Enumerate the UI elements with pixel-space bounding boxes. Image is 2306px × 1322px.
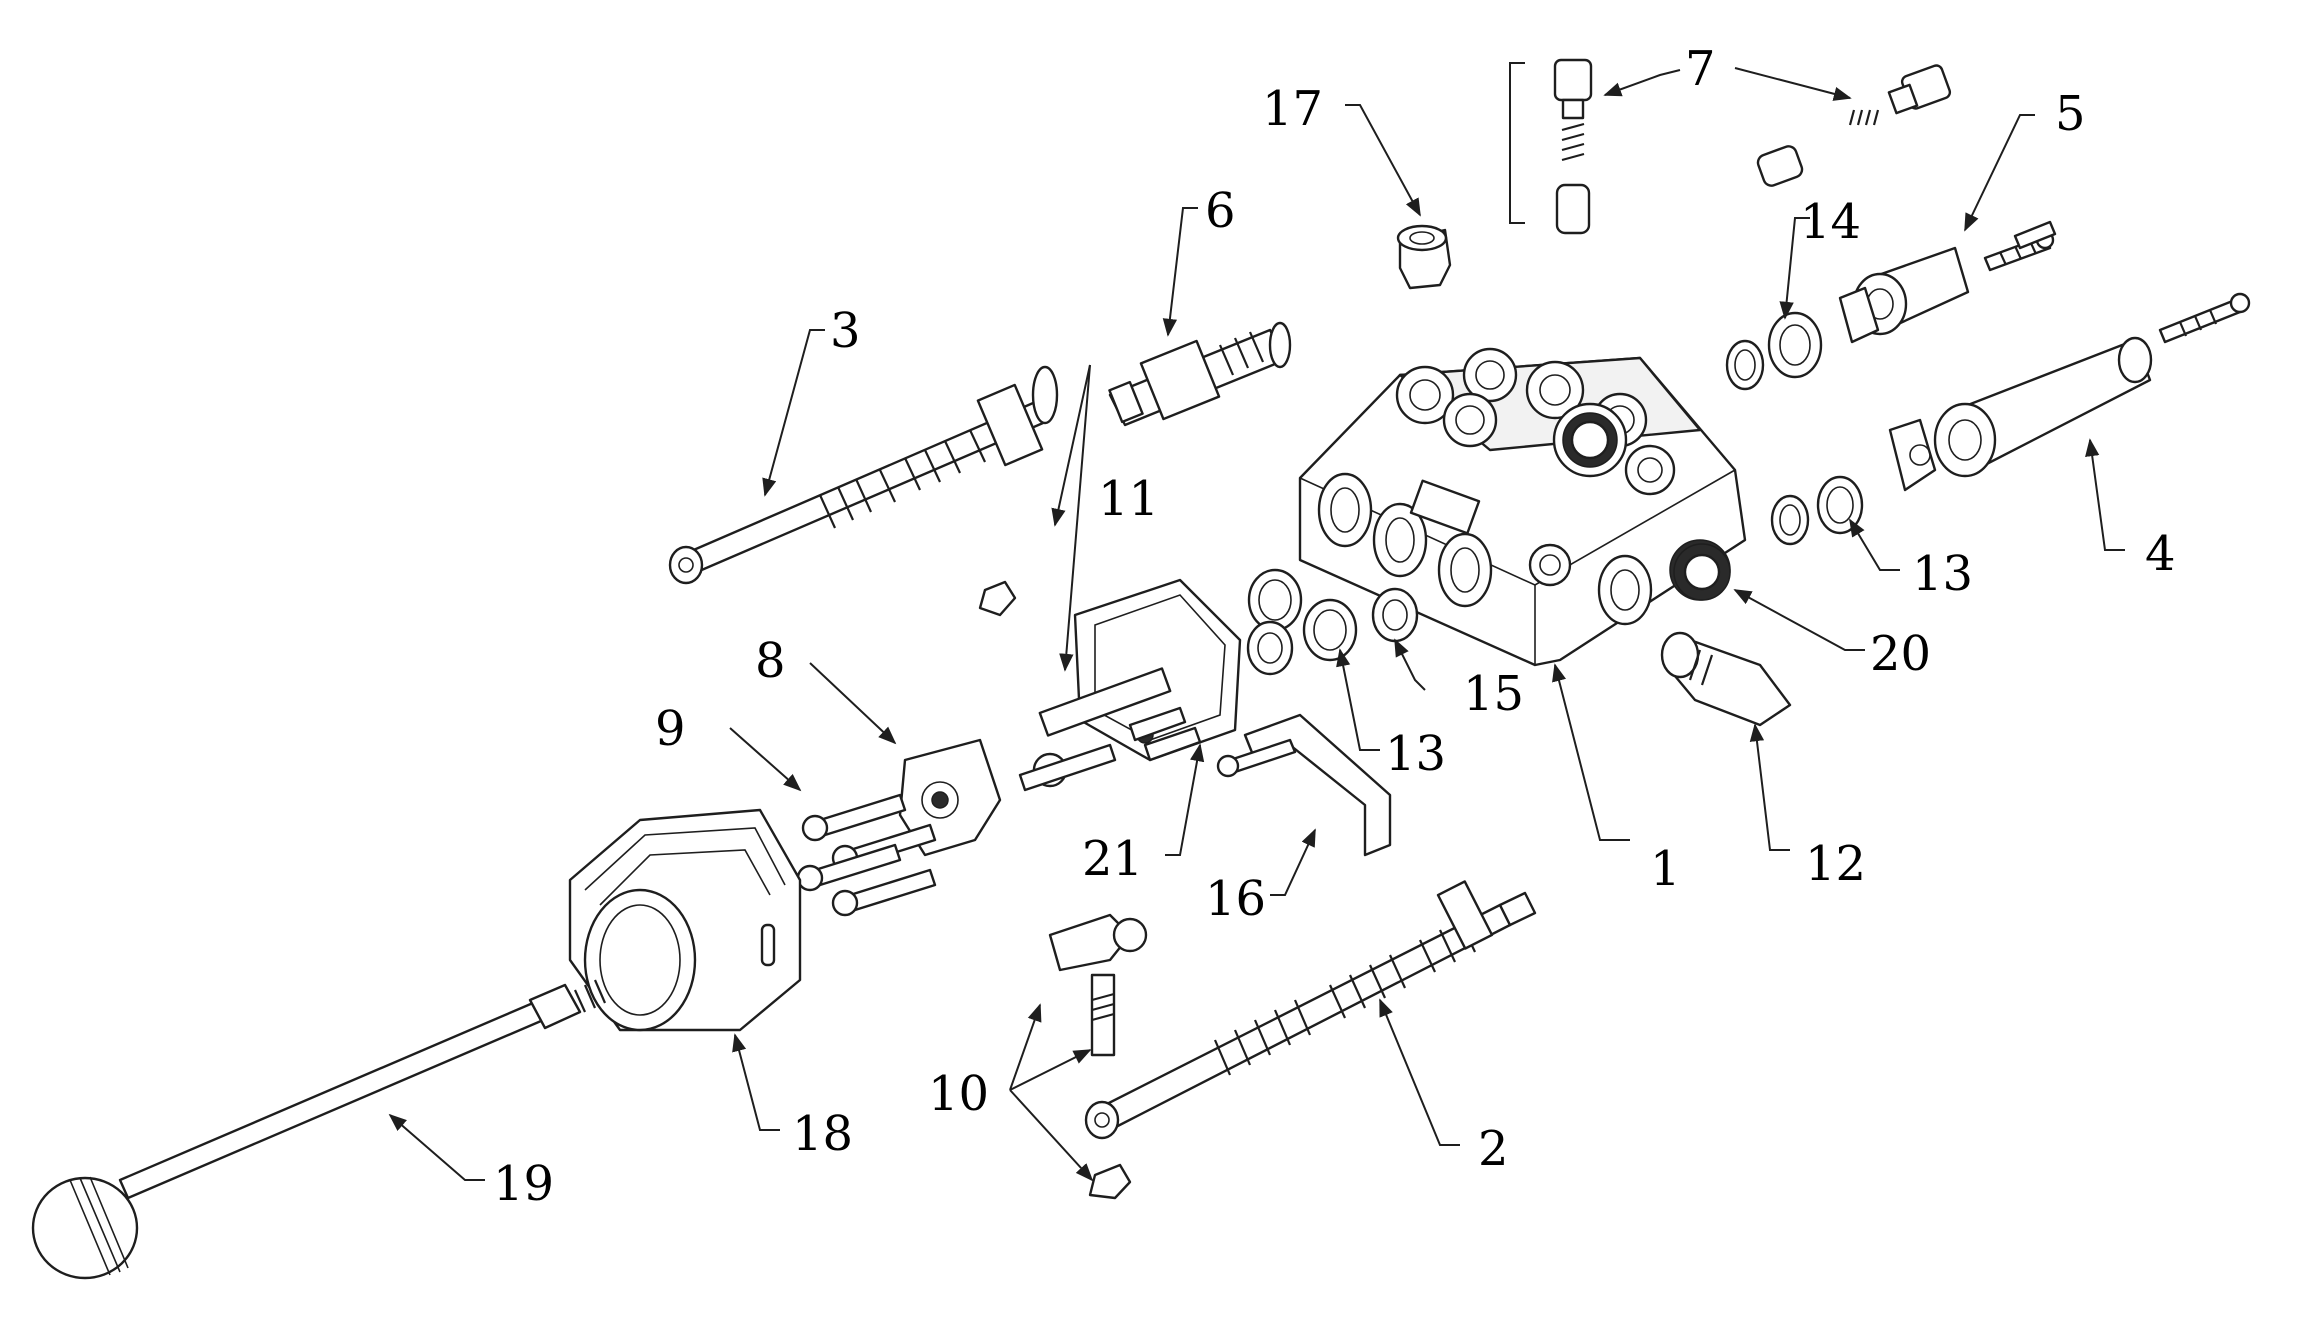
callout-5: 5 (2055, 86, 2086, 142)
screws-part-9 (796, 793, 937, 917)
spool-part-3 (668, 365, 1059, 585)
callout-2: 2 (1478, 1121, 1509, 1177)
angle-bracket-part-16 (1216, 713, 1392, 857)
end-cap-part-4 (1888, 292, 2251, 492)
lock-nut-part-20 (1673, 543, 1731, 601)
o-rings-part-13 (1247, 475, 1864, 662)
leader-lines (388, 67, 2125, 1182)
callout-19: 19 (493, 1156, 554, 1212)
callout-16: 16 (1205, 871, 1266, 927)
valve-body-part-1 (1298, 347, 1747, 667)
callout-13-left: 13 (1385, 726, 1446, 782)
callout-8: 8 (755, 633, 786, 689)
end-cap-part-5 (1838, 220, 2057, 344)
callout-3: 3 (830, 303, 861, 359)
callout-13-right: 13 (1912, 546, 1973, 602)
screws-part-21 (1128, 706, 1202, 762)
callout-6: 6 (1205, 183, 1236, 239)
callout-11: 11 (1098, 471, 1159, 527)
callout-10: 10 (928, 1066, 989, 1122)
seal-rings-part-14 (1725, 311, 1823, 391)
fitting-part-12 (1660, 631, 1792, 727)
callout-4: 4 (2145, 526, 2176, 582)
washers-part-15 (1246, 587, 1419, 676)
check-assembly-part-7 (1509, 58, 1952, 235)
plug-part-17 (1396, 224, 1452, 290)
callout-15: 15 (1463, 666, 1524, 722)
callout-labels: 1 2 3 4 5 6 7 8 9 10 11 12 13 13 14 15 1… (493, 41, 2176, 1212)
callout-7: 7 (1685, 41, 1716, 97)
callout-20: 20 (1870, 626, 1931, 682)
callout-18: 18 (792, 1106, 853, 1162)
relief-cartridge-part-6 (1108, 321, 1292, 427)
spool-part-2 (1084, 880, 1537, 1140)
callout-17: 17 (1262, 81, 1323, 137)
callout-14: 14 (1800, 194, 1861, 250)
callout-9: 9 (655, 701, 686, 757)
callout-1: 1 (1650, 841, 1681, 897)
callout-21: 21 (1082, 831, 1143, 887)
callout-12: 12 (1805, 836, 1866, 892)
lever-bracket-part-11 (978, 578, 1242, 792)
linkage-part-10 (1048, 913, 1148, 1200)
lever-handle-part-19 (31, 979, 607, 1280)
boot-housing-part-18 (568, 808, 802, 1032)
